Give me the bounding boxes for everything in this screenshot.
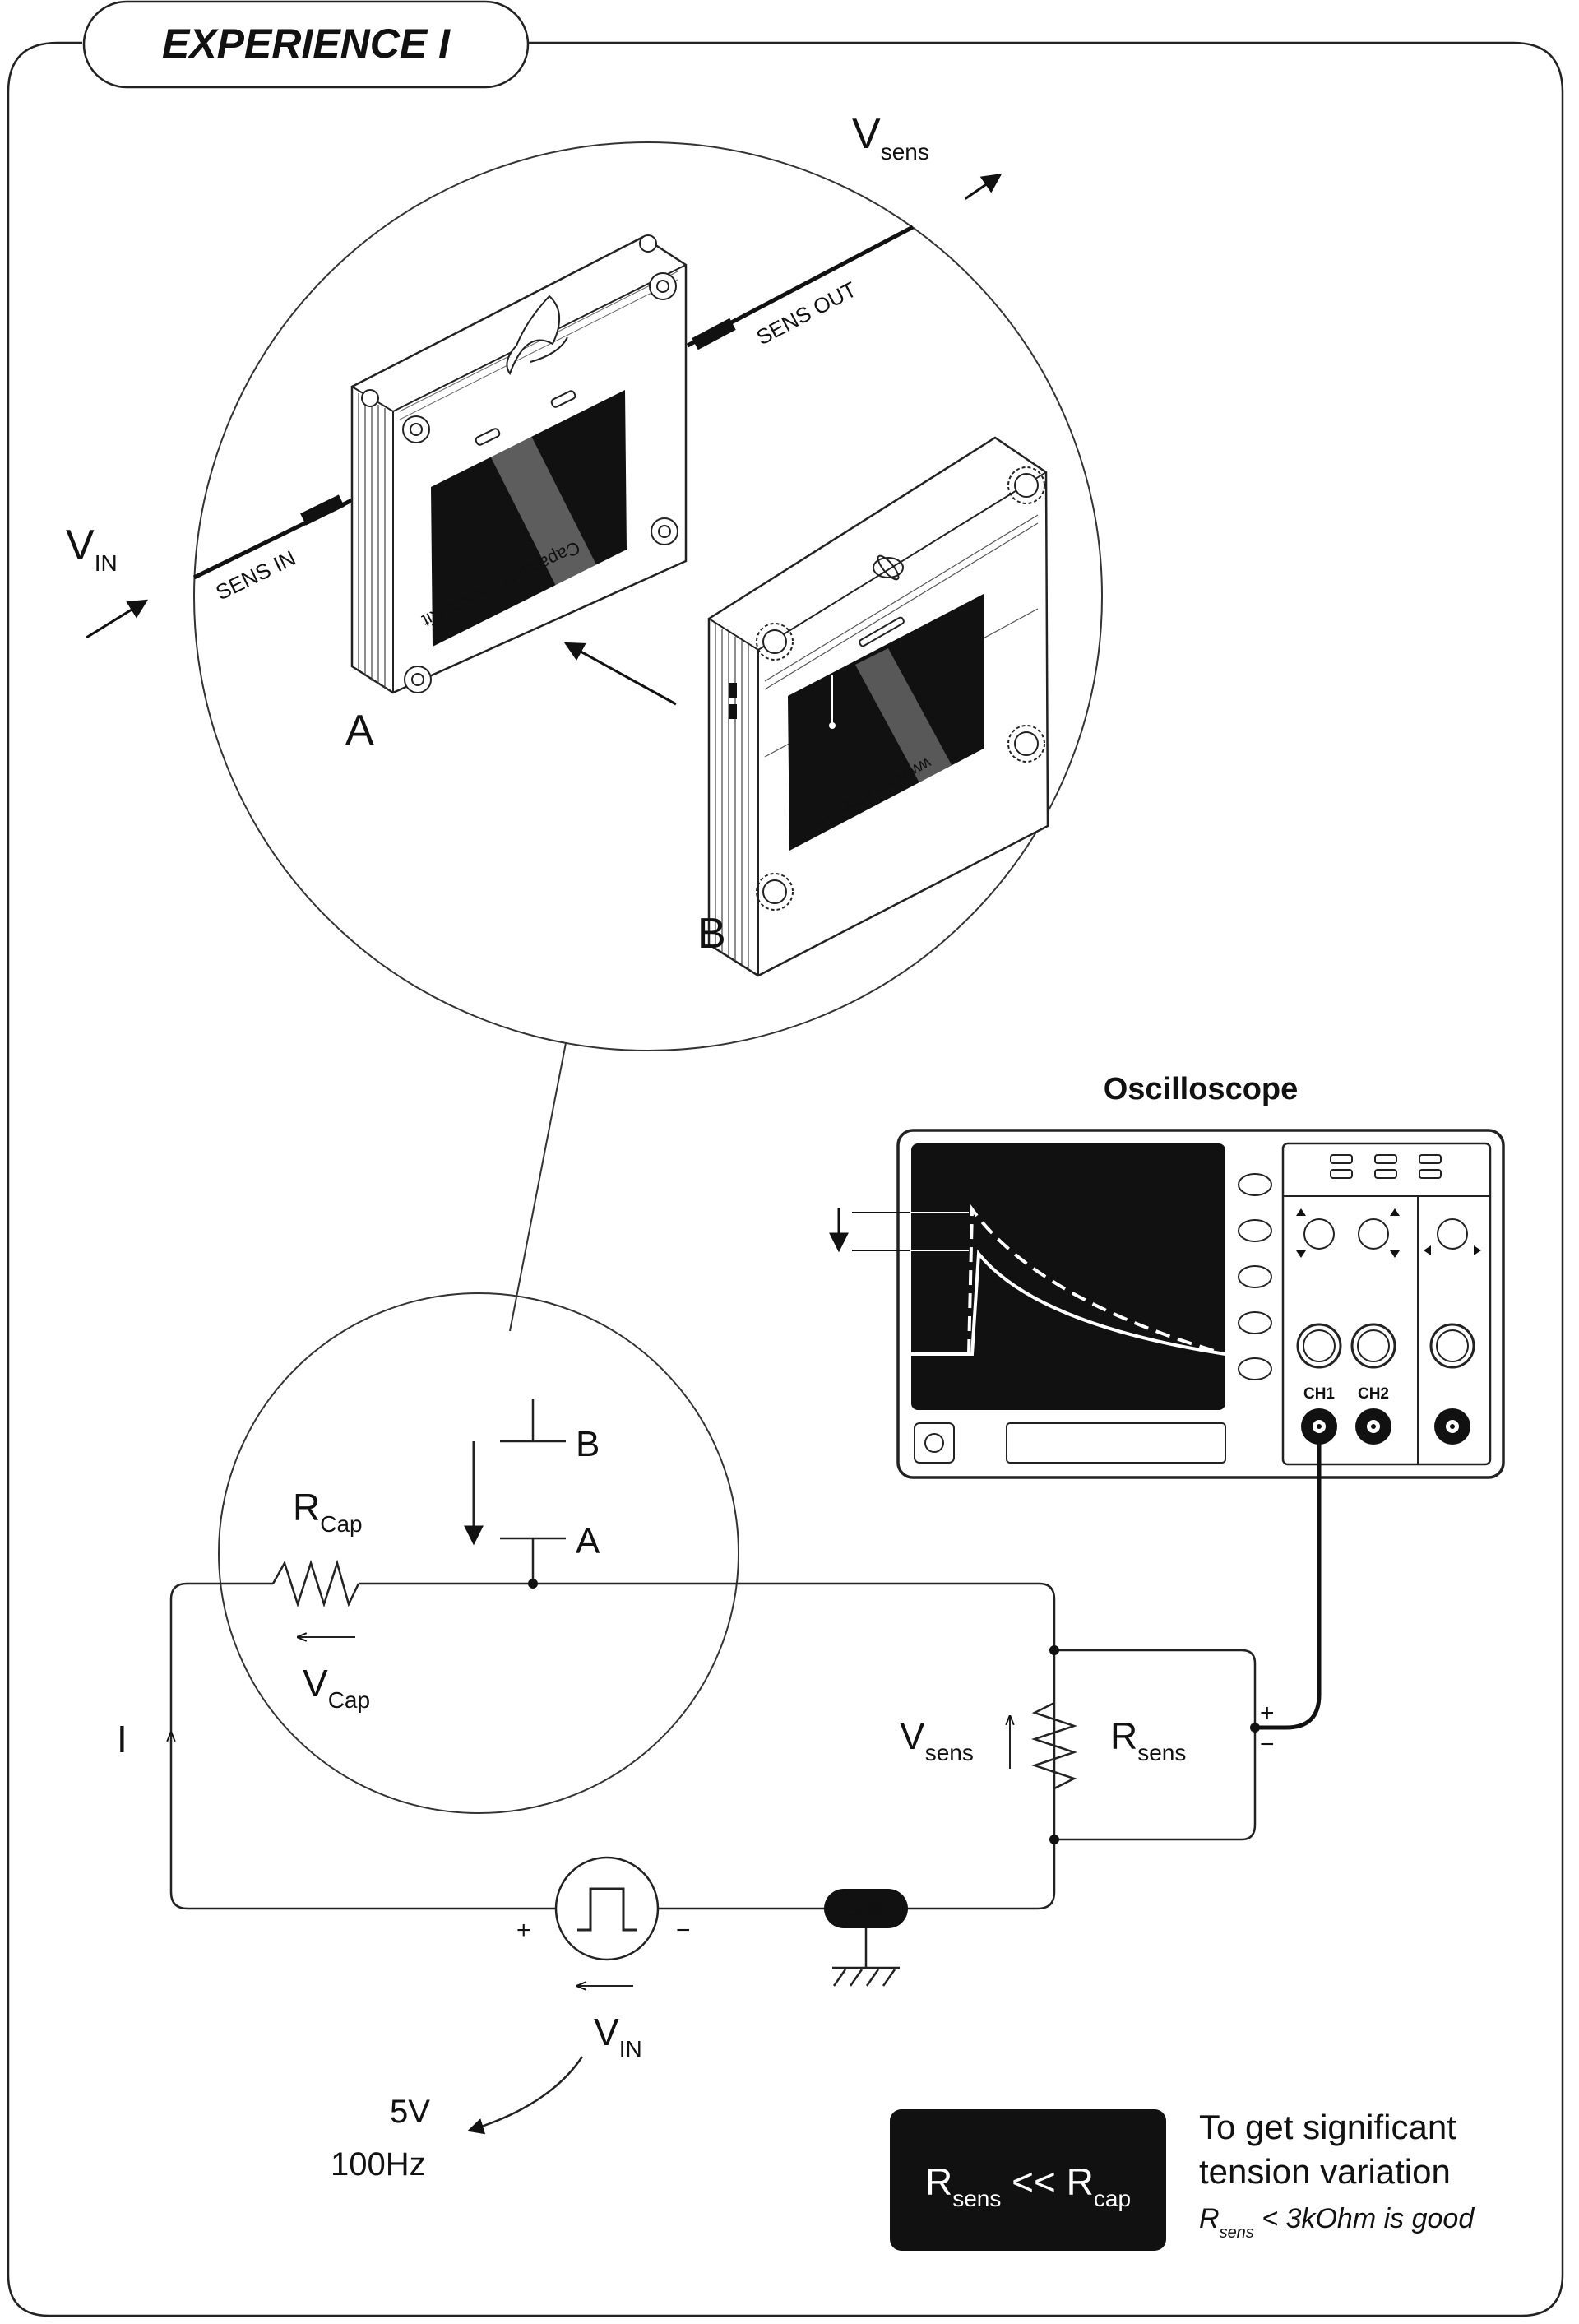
softkey-4[interactable] <box>1238 1311 1272 1334</box>
probe-cable <box>1255 1440 1322 1730</box>
probe-minus: − <box>1260 1731 1275 1758</box>
sens-in-connector <box>300 494 345 526</box>
r-sens-label: Rsens <box>1110 1714 1186 1765</box>
r-cap-resistor <box>271 1559 360 1608</box>
outer-frame <box>7 41 1564 2317</box>
current-label: I <box>117 1718 127 1760</box>
source-minus: − <box>676 1917 691 1944</box>
menu-bar <box>1006 1422 1226 1464</box>
junction-probe <box>1250 1723 1260 1733</box>
vin-top-label: VIN <box>66 522 118 576</box>
plate-b-label: B <box>576 1424 600 1464</box>
softkey-5[interactable] <box>1238 1357 1272 1380</box>
ground-symbol <box>832 1928 900 1987</box>
sens-out-connector <box>692 318 736 350</box>
condition-formula: Rsens << Rcap <box>925 2160 1131 2211</box>
vertical-position-knob-1[interactable] <box>1303 1218 1335 1250</box>
r-cap-label: RCap <box>293 1486 363 1537</box>
zoom-connector-line <box>509 1042 567 1332</box>
note-hint: Rsens < 3kOhm is good <box>1199 2203 1475 2242</box>
horizontal-position-knob[interactable] <box>1437 1218 1468 1250</box>
square-wave-icon <box>577 1887 637 1932</box>
module-a-illustration: Capacitive Sensor Kit <box>350 234 688 694</box>
junction-top <box>1049 1645 1059 1655</box>
v-cap-label: VCap <box>303 1662 370 1713</box>
title-tab: EXPERIENCE I <box>82 0 530 89</box>
power-button[interactable] <box>914 1422 955 1464</box>
module-b-label: B <box>697 910 726 958</box>
module-b-illustration: www.movuino.com <box>707 436 1049 977</box>
softkey-2[interactable] <box>1238 1219 1272 1242</box>
junction-cap <box>528 1579 538 1589</box>
ch2-label: CH2 <box>1358 1385 1389 1403</box>
oscilloscope-screen <box>911 1143 1225 1410</box>
note-line-2: tension variation <box>1199 2152 1451 2191</box>
ch1-label: CH1 <box>1303 1385 1335 1403</box>
v-in-label: VIN <box>594 2011 642 2062</box>
v-sens-label: Vsens <box>900 1714 974 1765</box>
softkey-3[interactable] <box>1238 1265 1272 1288</box>
page-title: EXPERIENCE I <box>162 21 451 67</box>
module-a-label: A <box>345 707 374 754</box>
circuit-wires <box>169 1538 1257 1910</box>
softkey-1[interactable] <box>1238 1173 1272 1196</box>
note-line-1: To get significant <box>1199 2108 1456 2146</box>
trace-solid <box>911 1249 1226 1356</box>
gnd-label: GND <box>839 1896 894 1923</box>
assembly-arrow <box>563 642 677 706</box>
junction-bottom <box>1049 1835 1059 1844</box>
sens-out-label: SENS OUT <box>752 276 861 350</box>
vertical-position-knob-2[interactable] <box>1358 1218 1389 1250</box>
plate-a-label: A <box>576 1521 600 1561</box>
r-sens-resistor <box>1031 1701 1077 1790</box>
condition-box <box>890 2109 1166 2251</box>
sens-in-label: SENS IN <box>211 545 299 605</box>
probe-plus: + <box>1260 1700 1275 1727</box>
vin-top-arrow <box>86 599 149 639</box>
gnd-badge <box>824 1889 908 1928</box>
vsens-top-label: Vsens <box>852 110 929 165</box>
oscilloscope: CH1 CH2 <box>829 1129 1505 1479</box>
frequency-value: 100Hz <box>331 2146 426 2183</box>
trace-dashed <box>967 1204 1226 1356</box>
vsens-top-arrow <box>964 174 1003 200</box>
source-plus: + <box>516 1917 531 1944</box>
module-zoom-circle <box>193 141 1103 1051</box>
circuit-zoom-circle <box>218 1292 739 1814</box>
oscilloscope-title: Oscilloscope <box>1104 1072 1299 1106</box>
square-wave-source <box>554 1856 660 1961</box>
v-in-callout-arrow <box>467 2056 584 2135</box>
voltage-value: 5V <box>390 2094 430 2130</box>
